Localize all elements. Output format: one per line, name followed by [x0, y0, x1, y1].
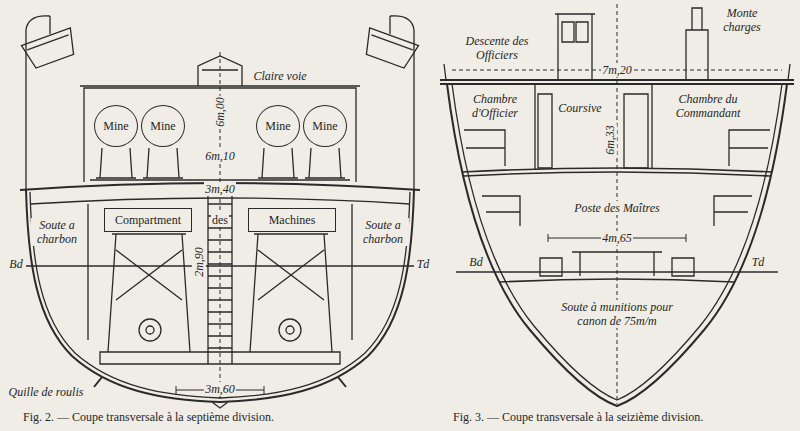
compartment-label: Soute a charbon	[31, 218, 83, 246]
dimension-text: 3m,60	[204, 382, 236, 396]
waterline-mark: Td	[751, 255, 766, 269]
dimension-text: 7m,20	[601, 63, 633, 77]
dimension-text: 6m,10	[204, 149, 236, 163]
room-label-text: Coursive	[557, 101, 602, 115]
room-label: Poste des Maîtres	[573, 201, 661, 215]
compartment-label: des	[211, 213, 229, 227]
ammunition-hoist	[686, 8, 708, 80]
dimension: 6m,10	[204, 149, 236, 163]
waterline-mark-text: Bd	[468, 255, 483, 269]
part-label: Descente des Officiers	[459, 34, 535, 62]
dimension-text: 6m,33	[603, 124, 617, 156]
crank	[286, 326, 294, 334]
dimension: 7m,20	[601, 63, 633, 77]
node-text: Machines	[269, 213, 316, 227]
dimension-text: 2m,90	[192, 246, 206, 278]
crank	[139, 319, 161, 341]
part-label: Claire voie	[252, 69, 307, 83]
figure-2	[20, 16, 420, 408]
dimension-text: 3m,40	[204, 182, 236, 196]
compartment-label: Soute a charbon	[357, 218, 409, 246]
mine-shape: Mine	[94, 105, 138, 147]
engine-frame	[108, 234, 190, 352]
part-label-text: Descente des Officiers	[459, 34, 535, 62]
node-text: Mine	[150, 119, 175, 133]
part-label-text: Quille de roulis	[8, 385, 85, 399]
keel	[212, 402, 228, 408]
compartment-label-text: Soute à munitions pour canon de 75m/m	[557, 300, 677, 328]
compartment-label-text: des	[211, 213, 229, 227]
figure-3	[440, 4, 794, 406]
figure-caption-text: Fig. 3. — Coupe transversale à la seiziè…	[452, 410, 704, 424]
engine-cylinder-box: Machines	[248, 208, 336, 232]
room-label: Coursive	[557, 101, 602, 115]
figure-caption: Fig. 3. — Coupe transversale à la seiziè…	[452, 410, 704, 424]
node-text: Compartment	[115, 213, 181, 227]
door	[538, 94, 648, 168]
cabin-bulkhead	[535, 84, 652, 170]
room-label-text: Chambre d'Officier	[460, 92, 530, 120]
waterline-mark-text: Td	[751, 255, 766, 269]
node-text: Mine	[312, 119, 337, 133]
engine-frame	[250, 234, 332, 352]
mine-shape: Mine	[303, 105, 347, 147]
boat	[21, 28, 79, 70]
waterline-mark: Bd	[468, 255, 483, 269]
waterline-mark-text: Bd	[8, 257, 23, 271]
waterline-mark-text: Td	[416, 257, 431, 271]
room-label-text: Chambre du Commandant	[663, 92, 753, 120]
node-text: Mine	[103, 119, 128, 133]
engine-cylinder-box: Compartment	[104, 208, 192, 232]
mine-shape: Mine	[256, 105, 300, 147]
part-label: Quille de roulis	[8, 385, 85, 399]
dimension: 6m,00	[213, 96, 227, 128]
dimension: 3m,60	[204, 382, 236, 396]
room-label-text: Poste des Maîtres	[573, 201, 661, 215]
boat-hull	[21, 28, 79, 70]
dimension: 4m,65	[601, 231, 633, 245]
waterline-mark: Bd	[8, 257, 23, 271]
mine-shape: Mine	[141, 105, 185, 147]
crank	[279, 319, 301, 341]
waterline-mark: Td	[416, 257, 431, 271]
boat-hull	[361, 28, 419, 70]
compartment-label-text: Soute a charbon	[31, 218, 83, 246]
dimension-text: 6m,00	[213, 96, 227, 128]
dimension: 3m,40	[204, 182, 236, 196]
room-label: Chambre d'Officier	[460, 92, 530, 120]
room-label: Chambre du Commandant	[663, 92, 753, 120]
compartment-label: Soute à munitions pour canon de 75m/m	[557, 300, 677, 328]
compartment-label-text: Soute a charbon	[357, 218, 409, 246]
figure-caption-text: Fig. 2. — Coupe transversale à la septiè…	[22, 410, 275, 424]
figure-caption: Fig. 2. — Coupe transversale à la septiè…	[22, 410, 275, 424]
part-label-text: Claire voie	[252, 69, 307, 83]
dimension: 6m,33	[603, 124, 617, 156]
dimension-text: 4m,65	[601, 231, 633, 245]
davit	[26, 16, 414, 190]
crank	[146, 326, 154, 334]
part-label: Monte charges	[711, 6, 773, 34]
part-label-text: Monte charges	[711, 6, 773, 34]
node-text: Mine	[265, 119, 290, 133]
dimension: 2m,90	[192, 246, 206, 278]
boat	[361, 28, 419, 70]
